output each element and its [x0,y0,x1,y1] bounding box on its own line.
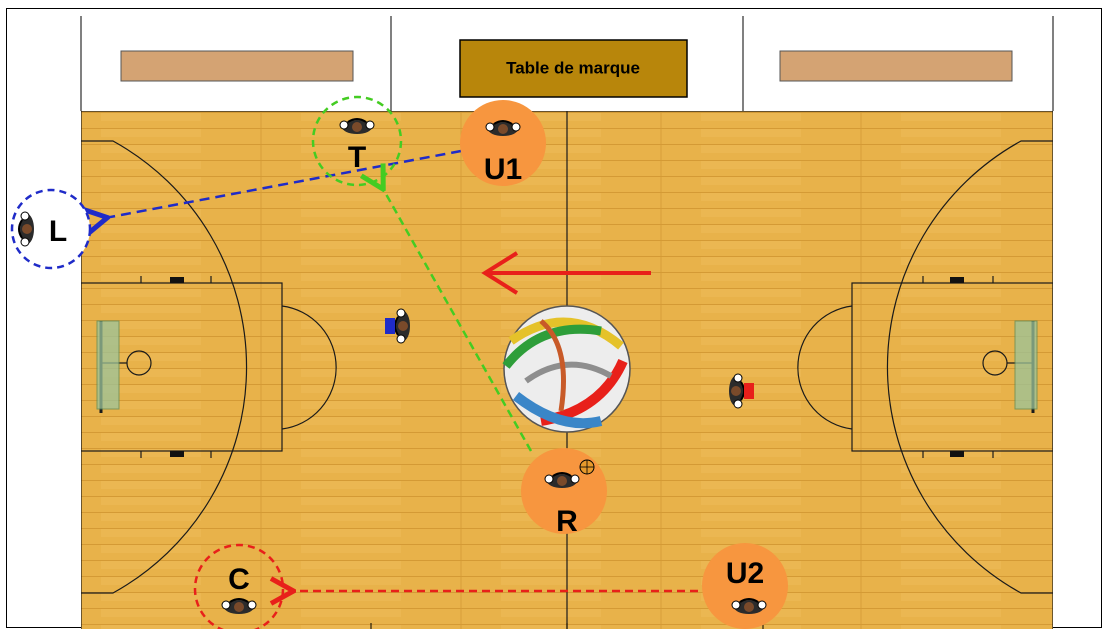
backboard-left [96,320,120,410]
official-u1-label: U1 [484,153,522,186]
player-icon [385,308,411,344]
scorers-table: Table de marque [459,39,688,98]
official-u2-label: U2 [726,557,764,590]
arrow-u1-to-l [105,149,462,218]
logo-ball-icon [502,305,631,433]
player-icon [728,373,754,409]
direction-arrow [481,251,651,295]
official-l-label: L [49,215,67,248]
official-r: R [521,448,607,538]
arrow-r-to-t [382,187,533,452]
backboard-right [1014,320,1038,410]
official-c-label: C [228,563,250,596]
scorers-table-label: Table de marque [506,58,640,77]
bench-lines [80,16,1054,111]
official-l: L [10,188,92,270]
official-t: T [311,95,403,187]
official-u2: U2 [702,543,788,629]
bench-right [779,50,1013,82]
court-diagram-frame: Table de marque T U1 [6,8,1102,629]
court-diagram: Table de marque T U1 [10,16,1054,629]
official-t-label: T [348,141,366,174]
ball-icon [579,459,595,475]
official-r-label: R [556,505,578,538]
official-c: C [193,543,285,629]
official-u1: U1 [460,100,546,186]
bench-left [120,50,354,82]
